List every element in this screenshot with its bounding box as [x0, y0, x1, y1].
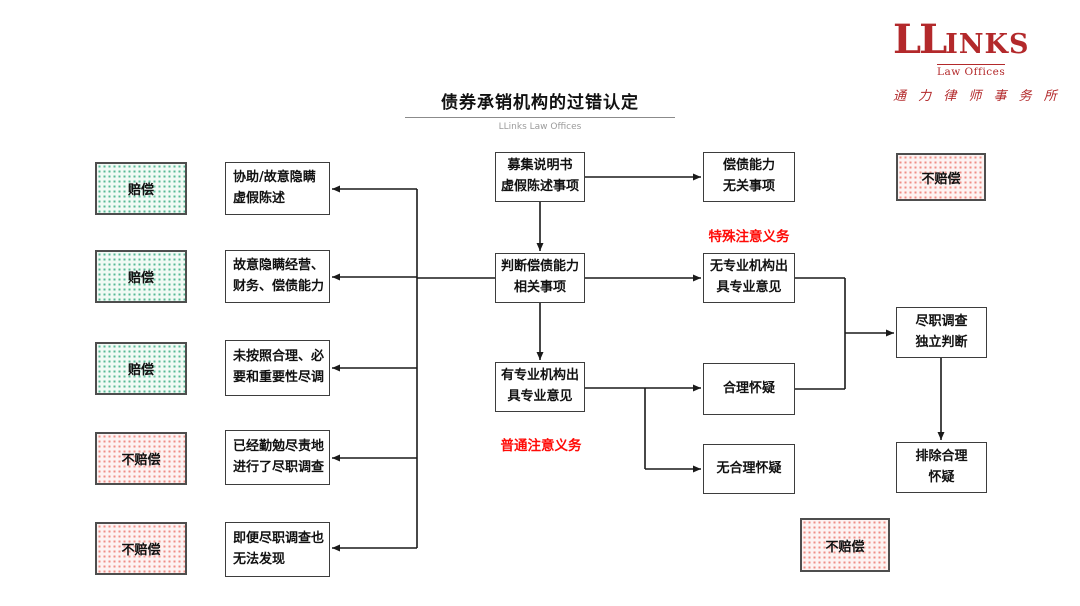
label-special-duty-of-care: 特殊注意义务 [708, 229, 790, 245]
outcome-box-no-compensate-bottom: 不赔偿 [800, 518, 890, 572]
flow-no-expert-opinion: 无专业机构出 具专业意见 [703, 253, 795, 303]
outcome-box-no-compensate-5: 不赔偿 [95, 522, 187, 575]
page-subtitle: LLinks Law Offices [498, 122, 582, 132]
cause-diligent-due-diligence-done: 已经勤勉尽责地 进行了尽职调查 [225, 430, 330, 485]
cause-undiscoverable-even-with-dd: 即便尽职调查也 无法发现 [225, 522, 330, 577]
cause-conceal-operation-finance: 故意隐瞒经营、 财务、偿债能力 [225, 250, 330, 303]
logo-law-offices: Law Offices [937, 64, 1006, 78]
outcome-box-compensate-2: 赔偿 [95, 250, 187, 303]
llinks-logo: LLINKS Law Offices 通 力 律 师 事 务 所 [893, 16, 1061, 105]
flow-prospectus-misstatement: 募集说明书 虚假陈述事项 [495, 152, 585, 202]
page-title: 债券承销机构的过错认定 [441, 93, 639, 113]
cause-no-reasonable-due-diligence: 未按照合理、必 要和重要性尽调 [225, 340, 330, 396]
flow-no-reasonable-doubt: 无合理怀疑 [703, 444, 795, 494]
outcome-box-compensate-3: 赔偿 [95, 342, 187, 395]
flow-dd-independent-judgment: 尽职调查 独立判断 [896, 307, 987, 358]
cause-assist-conceal-misstatement: 协助/故意隐瞒 虚假陈述 [225, 162, 330, 215]
flow-with-expert-opinion: 有专业机构出 具专业意见 [495, 362, 585, 412]
outcome-box-no-compensate-top-right: 不赔偿 [896, 153, 986, 201]
outcome-box-no-compensate-4: 不赔偿 [95, 432, 187, 485]
flow-eliminate-reasonable-doubt: 排除合理 怀疑 [896, 442, 987, 493]
flow-reasonable-doubt: 合理怀疑 [703, 363, 795, 415]
flow-solvency-irrelevant-matters: 偿债能力 无关事项 [703, 152, 795, 202]
logo-chinese-name: 通 力 律 师 事 务 所 [893, 89, 1061, 104]
label-ordinary-duty-of-care: 普通注意义务 [500, 438, 582, 454]
title-underline [405, 117, 675, 118]
flow-judge-solvency-matters: 判断偿债能力 相关事项 [495, 253, 585, 303]
outcome-box-compensate-1: 赔偿 [95, 162, 187, 215]
logo-wordmark: LLINKS [893, 16, 1030, 63]
